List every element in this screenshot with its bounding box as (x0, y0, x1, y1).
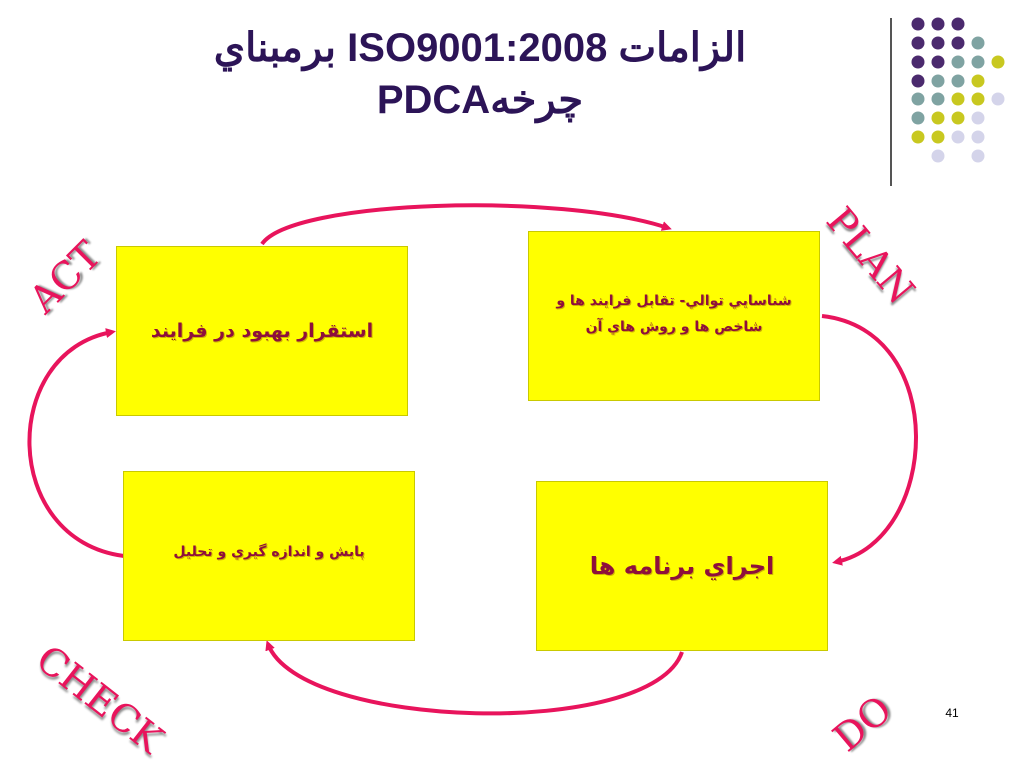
dot (971, 149, 985, 163)
dot (991, 55, 1005, 69)
page-number: 41 (945, 706, 959, 720)
dot (931, 36, 945, 50)
dot (911, 55, 925, 69)
arrow-do-to-check (265, 640, 684, 716)
arrow-act-to-plan (260, 203, 672, 246)
check-box-text: پايش و اندازه گيري و تحليل (173, 544, 365, 560)
plan-box-text: شناسايي توالي- تقابل فرايند ها و شاخص ها… (556, 293, 792, 335)
act-box: استقرار بهبود در فرايند (116, 246, 408, 416)
plan-box: شناسايي توالي- تقابل فرايند ها و شاخص ها… (528, 231, 820, 401)
dot (931, 130, 945, 144)
dot (971, 92, 985, 106)
dot (971, 55, 985, 69)
dot (911, 92, 925, 106)
dot (911, 111, 925, 125)
dot (911, 74, 925, 88)
dot (931, 111, 945, 125)
dot (991, 92, 1005, 106)
dot (971, 130, 985, 144)
act-box-text: استقرار بهبود در فرايند (150, 320, 374, 342)
title-line-2: چرخهPDCA (376, 78, 584, 122)
dot (951, 55, 965, 69)
dot (931, 74, 945, 88)
dot (931, 17, 945, 31)
dot (911, 130, 925, 144)
dot (931, 55, 945, 69)
title-divider (890, 18, 892, 186)
arrow-check-to-act (27, 328, 125, 558)
slide-title: الزامات ISO9001:2008 برمبناي چرخهPDCA (120, 22, 840, 126)
dot (951, 36, 965, 50)
arrow-plan-to-do (821, 314, 918, 566)
dot (951, 74, 965, 88)
dot (971, 36, 985, 50)
dot (931, 92, 945, 106)
dot (951, 92, 965, 106)
title-line-1: الزامات ISO9001:2008 برمبناي (213, 26, 747, 70)
do-box: اجراي برنامه ها (536, 481, 828, 651)
check-box: پايش و اندازه گيري و تحليل (123, 471, 415, 641)
dot (911, 36, 925, 50)
dot (931, 149, 945, 163)
dot (951, 130, 965, 144)
dot (971, 111, 985, 125)
dot (951, 17, 965, 31)
dot (951, 111, 965, 125)
do-box-text: اجراي برنامه ها (589, 552, 775, 580)
dot (911, 17, 925, 31)
decorative-dot-grid (911, 17, 1005, 163)
dot (971, 74, 985, 88)
